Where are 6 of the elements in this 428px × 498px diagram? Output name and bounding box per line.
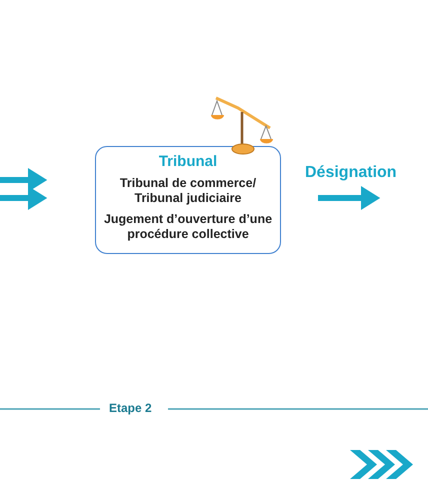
step-label: Etape 2 xyxy=(109,401,152,415)
box-text: Jugement d’ouverture d’une procédure collective xyxy=(102,212,274,242)
process-box xyxy=(95,146,281,254)
box-text: Tribunal de commerce/ Tribunal judiciaire xyxy=(118,176,258,206)
arrow-label: Désignation xyxy=(305,164,397,182)
box-title: Tribunal xyxy=(158,153,218,170)
